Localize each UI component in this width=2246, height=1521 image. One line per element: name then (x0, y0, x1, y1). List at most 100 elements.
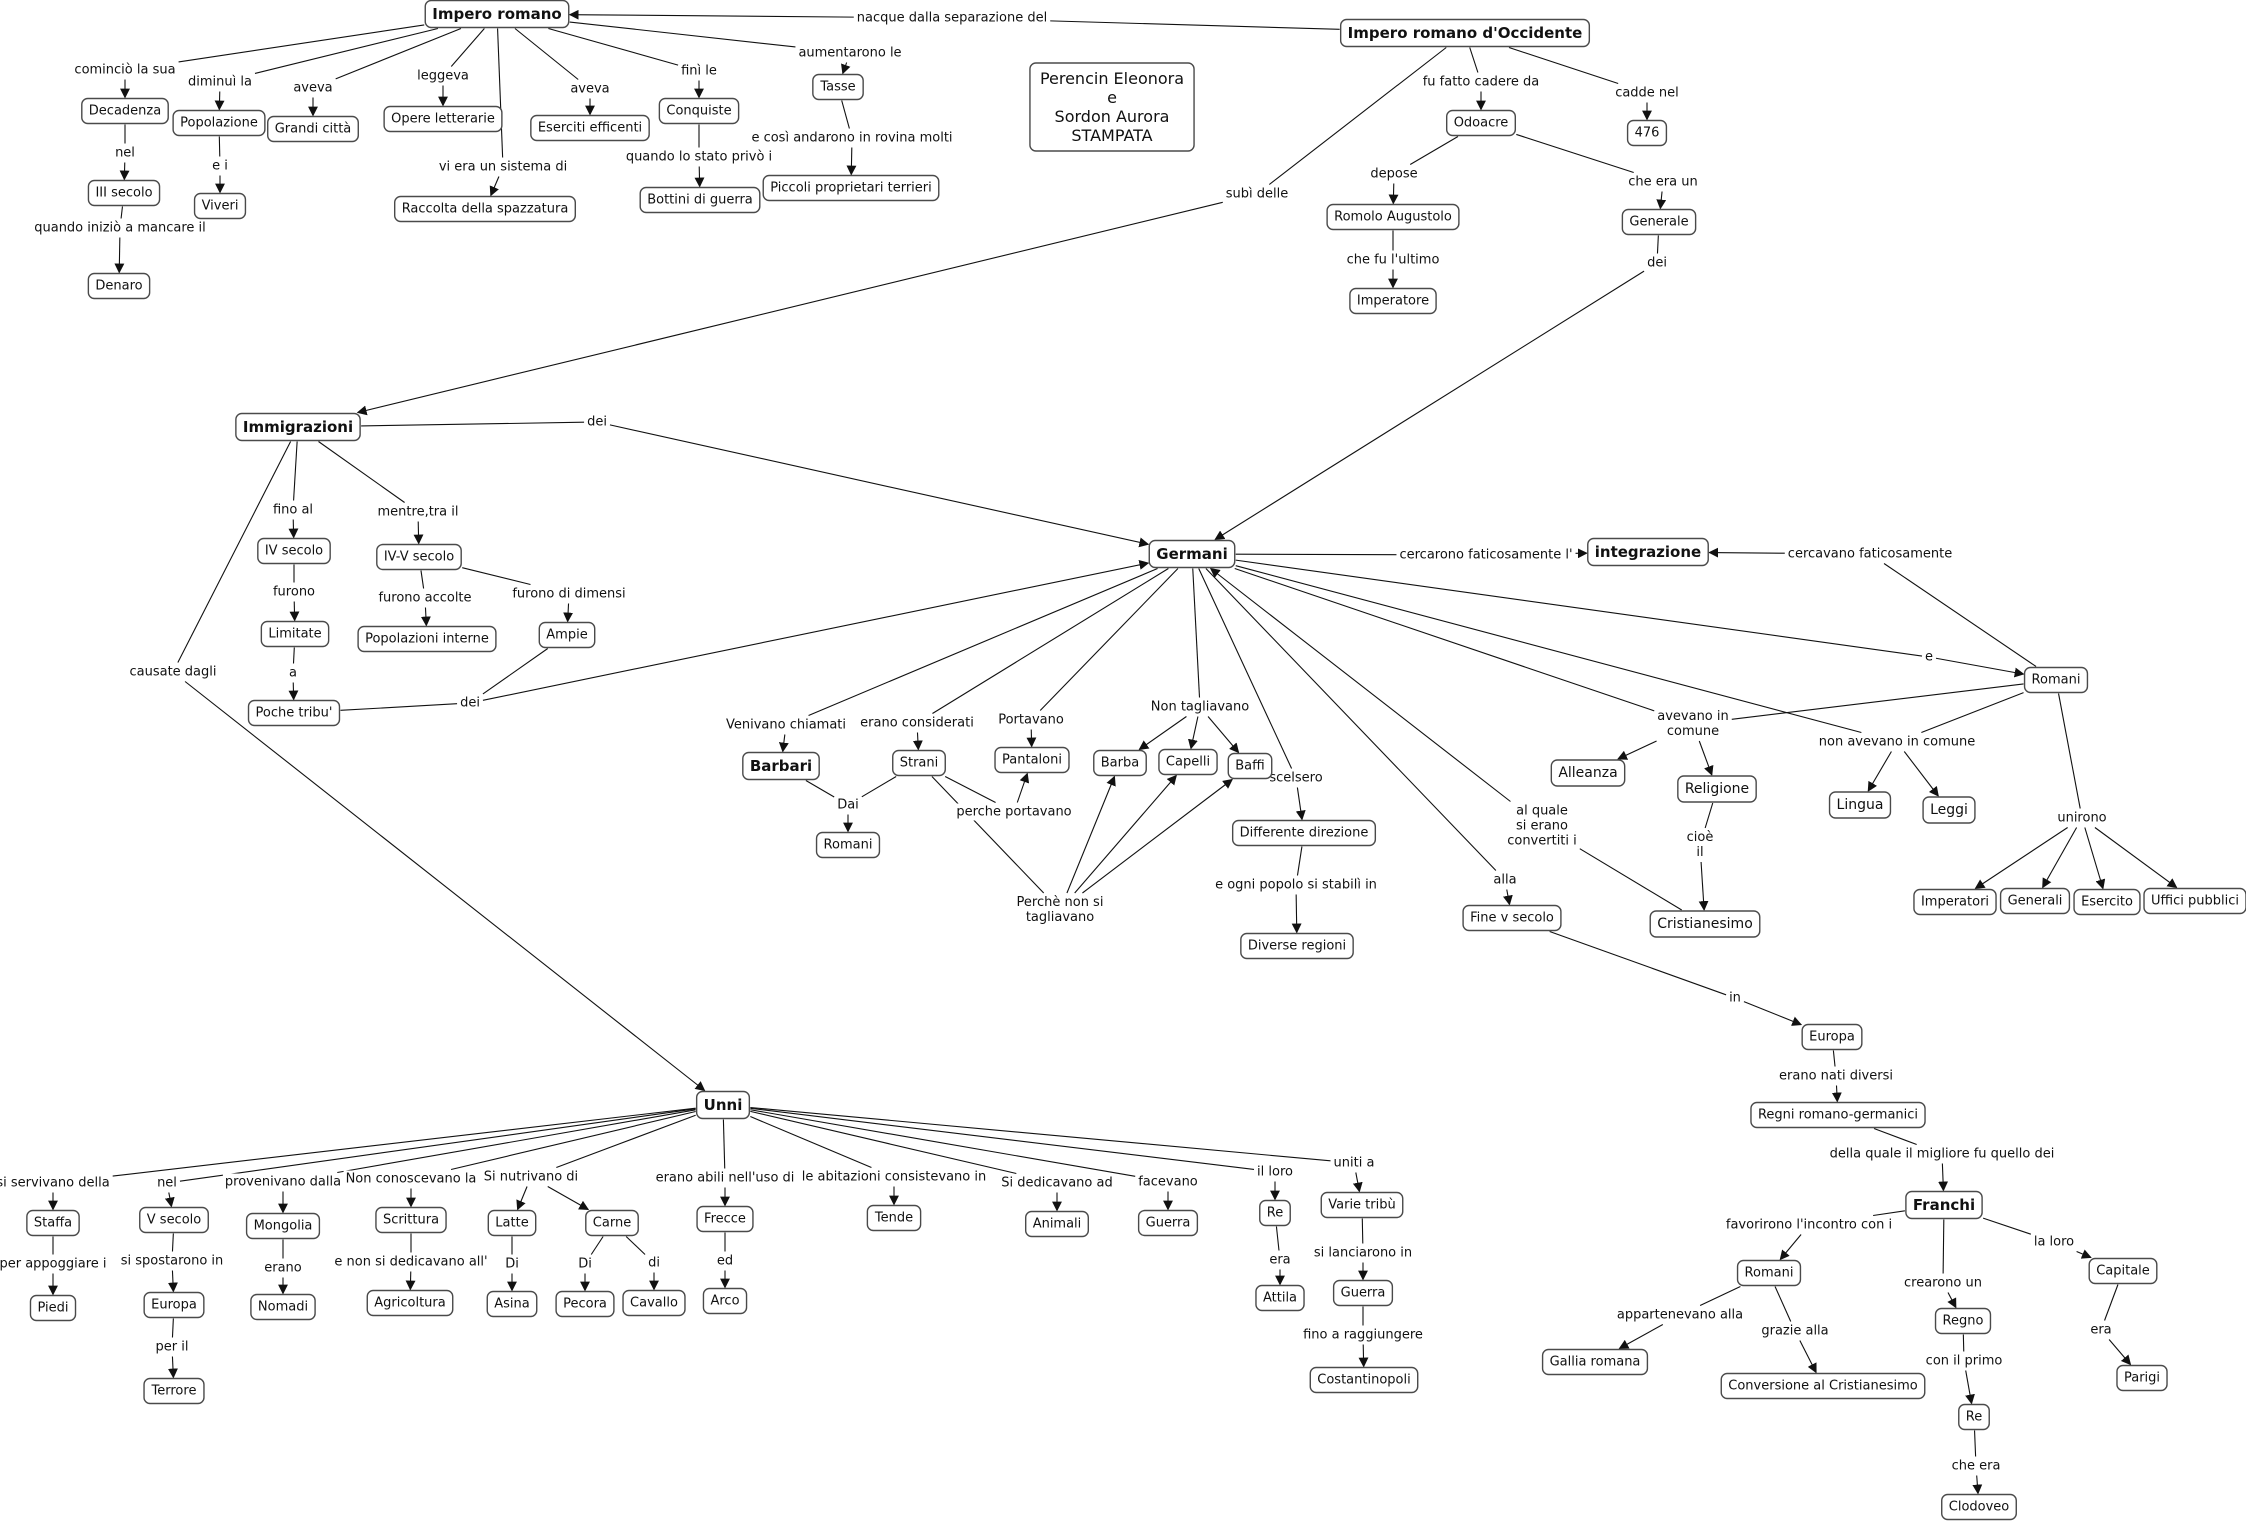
concept-iv-v-secolo[interactable]: IV-V secolo (376, 543, 462, 571)
concept-raccolta-della-spazzatura[interactable]: Raccolta della spazzatura (393, 195, 577, 223)
concept-impero-romano[interactable]: Impero romano (424, 0, 570, 29)
link-label-diminu-la: diminuì la (186, 73, 254, 91)
concept-terrore[interactable]: Terrore (143, 1377, 205, 1405)
concept-imperatori[interactable]: Imperatori (1913, 888, 1997, 916)
concept-religione[interactable]: Religione (1677, 775, 1757, 803)
concept-popolazioni-interne[interactable]: Popolazioni interne (357, 625, 497, 653)
concept-grandi-citt[interactable]: Grandi città (267, 115, 359, 143)
concept-regno[interactable]: Regno (1934, 1307, 1992, 1335)
concept-romani[interactable]: Romani (815, 831, 881, 859)
concept-barbari[interactable]: Barbari (742, 751, 820, 781)
concept-guerra[interactable]: Guerra (1332, 1279, 1394, 1307)
concept-piedi[interactable]: Piedi (29, 1294, 77, 1322)
concept-imperatore[interactable]: Imperatore (1349, 287, 1437, 315)
concept-476[interactable]: 476 (1626, 119, 1668, 147)
concept-generali[interactable]: Generali (1999, 887, 2071, 915)
concept-varie-trib[interactable]: Varie tribù (1320, 1191, 1404, 1219)
concept-popolazione[interactable]: Popolazione (172, 109, 266, 137)
concept-animali[interactable]: Animali (1024, 1210, 1090, 1238)
link-line (1050, 20, 1340, 30)
concept-tende[interactable]: Tende (866, 1204, 922, 1232)
concept-leggi[interactable]: Leggi (1922, 796, 1976, 824)
link-label-dai: Dai (835, 796, 861, 814)
link-arrow (1974, 827, 2068, 890)
link-label-si-dedicavano-ad: Si dedicavano ad (999, 1174, 1115, 1192)
concept-guerra[interactable]: Guerra (1137, 1209, 1199, 1237)
concept-asina[interactable]: Asina (486, 1290, 538, 1318)
concept-conquiste[interactable]: Conquiste (658, 97, 740, 125)
concept-romani[interactable]: Romani (1736, 1259, 1802, 1287)
link-label-che-fu-l-ultimo: che fu l'ultimo (1344, 251, 1442, 269)
concept-uffici-pubblici[interactable]: Uffici pubblici (2143, 887, 2246, 915)
concept-europa[interactable]: Europa (143, 1291, 205, 1319)
concept-iv-secolo[interactable]: IV secolo (257, 537, 331, 565)
concept-bottini-di-guerra[interactable]: Bottini di guerra (639, 186, 761, 214)
concept-lingua[interactable]: Lingua (1828, 791, 1892, 819)
concept-clodoveo[interactable]: Clodoveo (1941, 1493, 2017, 1521)
link-label-bg (510, 585, 628, 603)
concept-conversione-al-cristianesimo[interactable]: Conversione al Cristianesimo (1720, 1372, 1926, 1400)
concept-text: Fine v secolo (1470, 911, 1554, 926)
link-arrow (609, 424, 1150, 548)
concept-gallia-romana[interactable]: Gallia romana (1541, 1348, 1649, 1376)
concept-text: Re (1966, 1410, 1982, 1425)
concept-germani[interactable]: Germani (1148, 539, 1236, 569)
concept-re[interactable]: Re (1259, 1199, 1291, 1227)
concept-diverse-regioni[interactable]: Diverse regioni (1240, 932, 1354, 960)
concept-strani[interactable]: Strani (892, 749, 946, 777)
concept-piccoli-proprietari-terrieri[interactable]: Piccoli proprietari terrieri (762, 174, 940, 202)
concept-unni[interactable]: Unni (695, 1090, 751, 1120)
concept-esercito[interactable]: Esercito (2073, 888, 2141, 916)
concept-nomadi[interactable]: Nomadi (250, 1293, 316, 1321)
concept-immigrazioni[interactable]: Immigrazioni (235, 412, 361, 442)
concept-box (1445, 109, 1517, 137)
concept-parigi[interactable]: Parigi (2116, 1364, 2168, 1392)
concept-attila[interactable]: Attila (1255, 1284, 1305, 1312)
concept-scrittura[interactable]: Scrittura (375, 1206, 447, 1234)
concept-viveri[interactable]: Viveri (193, 192, 247, 220)
concept-romolo-augustolo[interactable]: Romolo Augustolo (1326, 203, 1460, 231)
concept-impero-romano-d-occidente[interactable]: Impero romano d'Occidente (1339, 18, 1591, 48)
concept-differente-direzione[interactable]: Differente direzione (1231, 819, 1377, 847)
concept-odoacre[interactable]: Odoacre (1445, 109, 1517, 137)
concept-denaro[interactable]: Denaro (87, 272, 151, 300)
concept-decadenza[interactable]: Decadenza (81, 97, 169, 125)
concept-box (1240, 932, 1354, 960)
concept-barba[interactable]: Barba (1093, 749, 1147, 777)
concept-cristianesimo[interactable]: Cristianesimo (1649, 910, 1761, 938)
link-label-bg (1267, 769, 1325, 787)
concept-cavallo[interactable]: Cavallo (622, 1289, 686, 1317)
concept-opere-letterarie[interactable]: Opere letterarie (383, 105, 503, 133)
concept-capitale[interactable]: Capitale (2088, 1257, 2158, 1285)
concept-romani[interactable]: Romani (2023, 666, 2089, 694)
link-label-text: quando iniziò a mancare il (34, 221, 206, 236)
concept-carne[interactable]: Carne (585, 1209, 639, 1237)
concept-v-secolo[interactable]: V secolo (139, 1206, 209, 1234)
concept-integrazione[interactable]: integrazione (1587, 537, 1709, 567)
concept-fine-v-secolo[interactable]: Fine v secolo (1462, 904, 1562, 932)
concept-eserciti-efficenti[interactable]: Eserciti efficenti (530, 114, 650, 142)
concept-agricoltura[interactable]: Agricoltura (366, 1289, 454, 1317)
concept-mongolia[interactable]: Mongolia (245, 1212, 321, 1240)
concept-alleanza[interactable]: Alleanza (1550, 759, 1626, 787)
concept-staffa[interactable]: Staffa (26, 1209, 80, 1237)
concept-re[interactable]: Re (1958, 1403, 1990, 1431)
concept-ampie[interactable]: Ampie (538, 621, 596, 649)
concept-baffi[interactable]: Baffi (1227, 752, 1273, 780)
concept-arco[interactable]: Arco (702, 1287, 748, 1315)
concept-frecce[interactable]: Frecce (696, 1205, 754, 1233)
concept-capelli[interactable]: Capelli (1158, 748, 1218, 776)
concept-limitate[interactable]: Limitate (260, 620, 330, 648)
concept-pecora[interactable]: Pecora (555, 1290, 615, 1318)
concept-generale[interactable]: Generale (1621, 208, 1697, 236)
concept-regni-romano-germanici[interactable]: Regni romano-germanici (1750, 1101, 1926, 1129)
concept-latte[interactable]: Latte (487, 1209, 537, 1237)
concept-europa[interactable]: Europa (1801, 1023, 1863, 1051)
concept-poche-tribu[interactable]: Poche tribu' (247, 699, 341, 727)
concept-franchi[interactable]: Franchi (1905, 1190, 1983, 1220)
concept-iii-secolo[interactable]: III secolo (87, 179, 161, 207)
concept-costantinopoli[interactable]: Costantinopoli (1309, 1366, 1419, 1394)
concept-tasse[interactable]: Tasse (812, 73, 864, 101)
concept-pantaloni[interactable]: Pantaloni (994, 746, 1070, 774)
